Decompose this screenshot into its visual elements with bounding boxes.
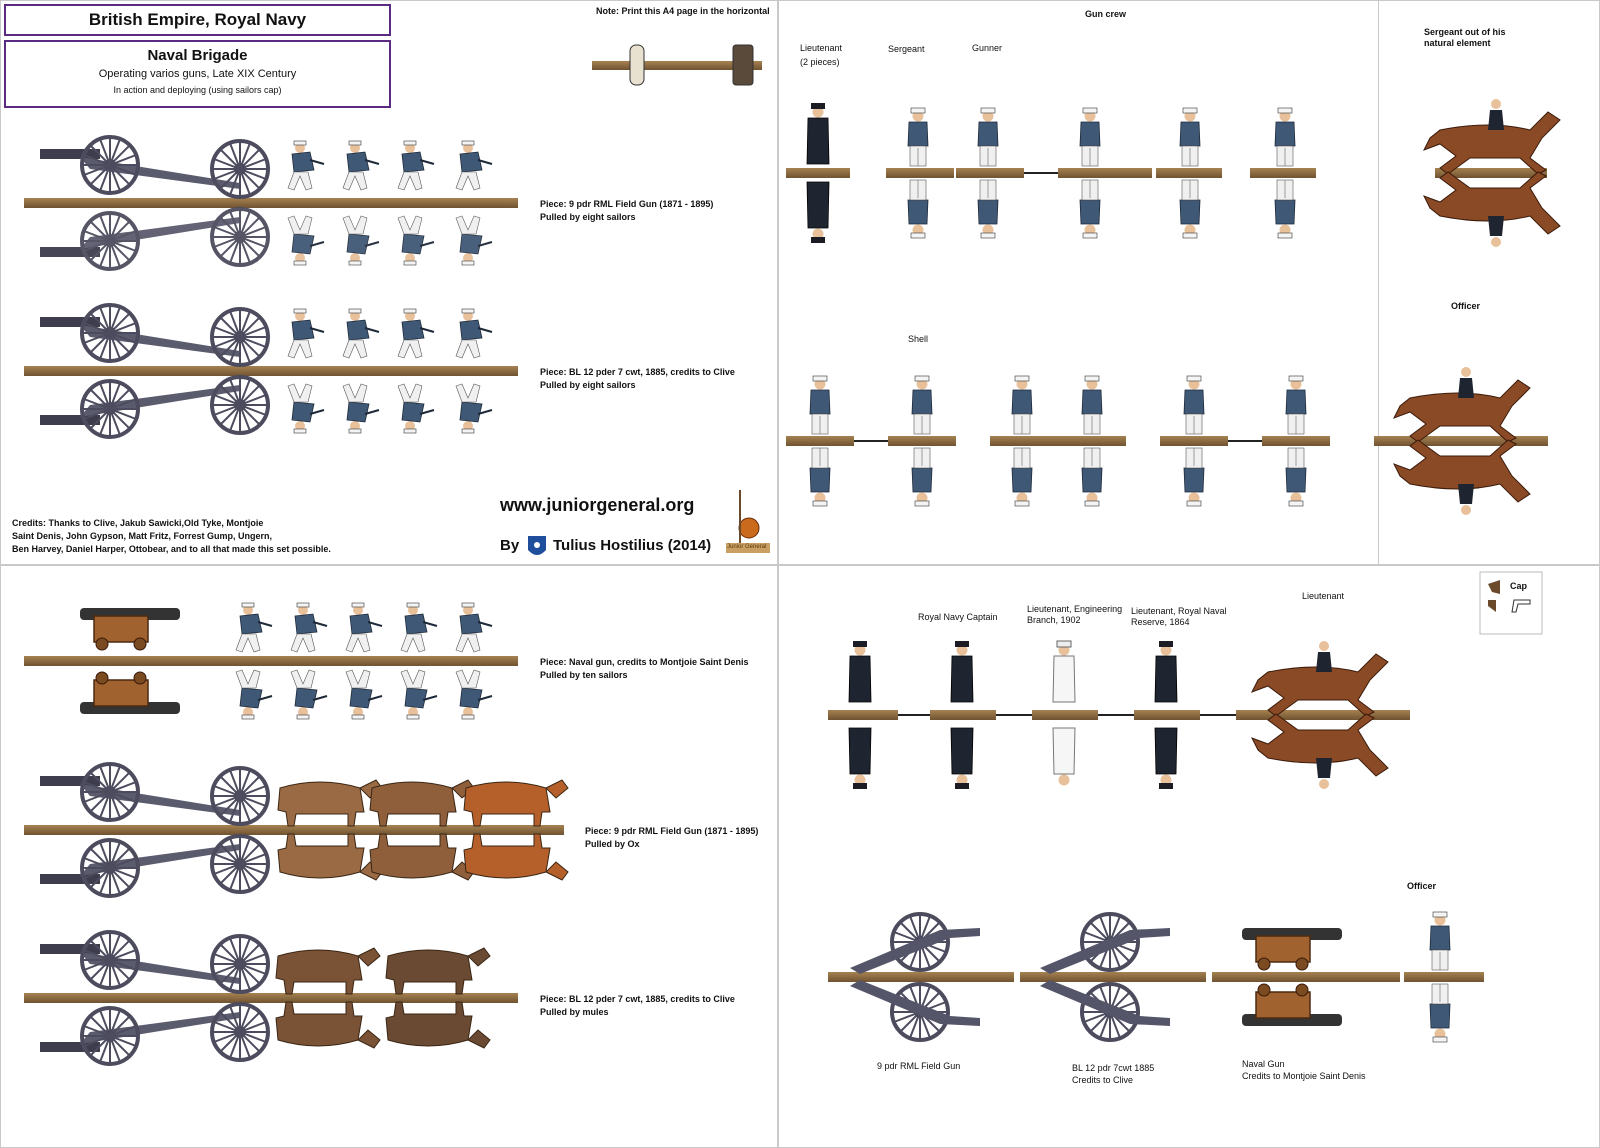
crew-heading: Gun crew	[1085, 9, 1127, 19]
gun-row-2	[24, 305, 518, 437]
title-box: British Empire, Royal Navy	[4, 4, 391, 36]
divider-mounted	[1378, 0, 1379, 565]
officer-label: Officer	[1407, 881, 1437, 891]
crew-shell: Shell	[908, 334, 929, 344]
gun3-label: Naval Gun	[1242, 1059, 1285, 1069]
website-link[interactable]: www.juniorgeneral.org	[500, 495, 695, 515]
gun-row-3	[24, 602, 518, 720]
crew-lieutenant-note: (2 pieces)	[800, 57, 840, 67]
gun-row-5	[24, 932, 518, 1064]
single-guns-row	[828, 911, 1484, 1043]
cap-label: Cap	[1510, 581, 1528, 591]
mounted-officer	[1374, 366, 1548, 516]
junior-general-logo	[726, 490, 770, 553]
gun3-credit: Credits to Montjoie Saint Denis	[1242, 1071, 1366, 1081]
credits-line1: Credits: Thanks to Clive, Jakub Sawicki,…	[12, 518, 264, 528]
reserve-label: Lieutenant, Royal Naval Reserve, 1864	[1131, 606, 1227, 627]
subtitle-line1: Operating varios guns, Late XIX Century	[98, 68, 297, 80]
author-by: By	[500, 537, 520, 554]
crew-officer-label: Officer	[1451, 301, 1481, 311]
gun2-label: BL 12 pdr 7cwt 1885	[1072, 1063, 1155, 1073]
piece-2-title: Piece: BL 12 pder 7 cwt, 1885, credits t…	[540, 367, 735, 377]
piece-3-title: Piece: Naval gun, credits to Montjoie Sa…	[540, 657, 749, 667]
eng-label: Lieutenant, Engineering Branch, 1902	[1027, 604, 1123, 625]
author-name: Tulius Hostilius (2014)	[553, 537, 712, 554]
piece-3-sub: Pulled by ten sailors	[540, 670, 628, 680]
piece-5-sub: Pulled by mules	[540, 1007, 609, 1017]
cap-icon	[1479, 571, 1543, 635]
crew-sergeant: Sergeant	[888, 44, 925, 54]
gun1-label: 9 pdr RML Field Gun	[877, 1061, 961, 1071]
credits-line2: Saint Denis, John Gypson, Matt Fritz, Fo…	[12, 531, 273, 541]
piece-1-sub: Pulled by eight sailors	[540, 212, 636, 222]
piece-4-sub: Pulled by Ox	[585, 839, 640, 849]
gun-row-4	[24, 764, 569, 896]
captain-label: Royal Navy Captain	[918, 612, 998, 622]
crew-gunner: Gunner	[972, 43, 1003, 53]
sergeant-out-label: Sergeant out of his natural element	[1424, 27, 1506, 48]
gun2-credit: Credits to Clive	[1072, 1075, 1134, 1085]
piece-5-title: Piece: BL 12 pder 7 cwt, 1885, credits t…	[540, 994, 735, 1004]
piece-4-title: Piece: 9 pdr RML Field Gun (1871 - 1895)	[585, 826, 759, 836]
subtitle-box: Naval Brigade Operating varios guns, Lat…	[4, 40, 391, 108]
piece-1-title: Piece: 9 pdr RML Field Gun (1871 - 1895)	[540, 199, 714, 209]
piece-2-sub: Pulled by eight sailors	[540, 380, 636, 390]
logo-caption: Junior General	[727, 544, 767, 550]
crew-row-2	[786, 375, 1330, 507]
base-marker-icon	[592, 44, 762, 86]
shield-icon	[528, 536, 546, 555]
lieutenant-label: Lieutenant	[1302, 591, 1345, 601]
print-note: Note: Print this A4 page in the horizont…	[596, 6, 770, 16]
officers-row	[828, 640, 1410, 790]
mounted-sergeant	[1423, 98, 1561, 248]
page-title: British Empire, Royal Navy	[88, 10, 307, 29]
credits-line3: Ben Harvey, Daniel Harper, Ottobear, and…	[12, 544, 331, 554]
crew-lieutenant: Lieutenant	[800, 43, 843, 53]
gun-row-1	[24, 137, 518, 269]
subtitle-line2: In action and deploying (using sailors c…	[113, 85, 282, 95]
sheet-top-left	[0, 0, 778, 565]
subtitle: Naval Brigade	[147, 47, 248, 64]
crew-row-1	[786, 102, 1316, 244]
